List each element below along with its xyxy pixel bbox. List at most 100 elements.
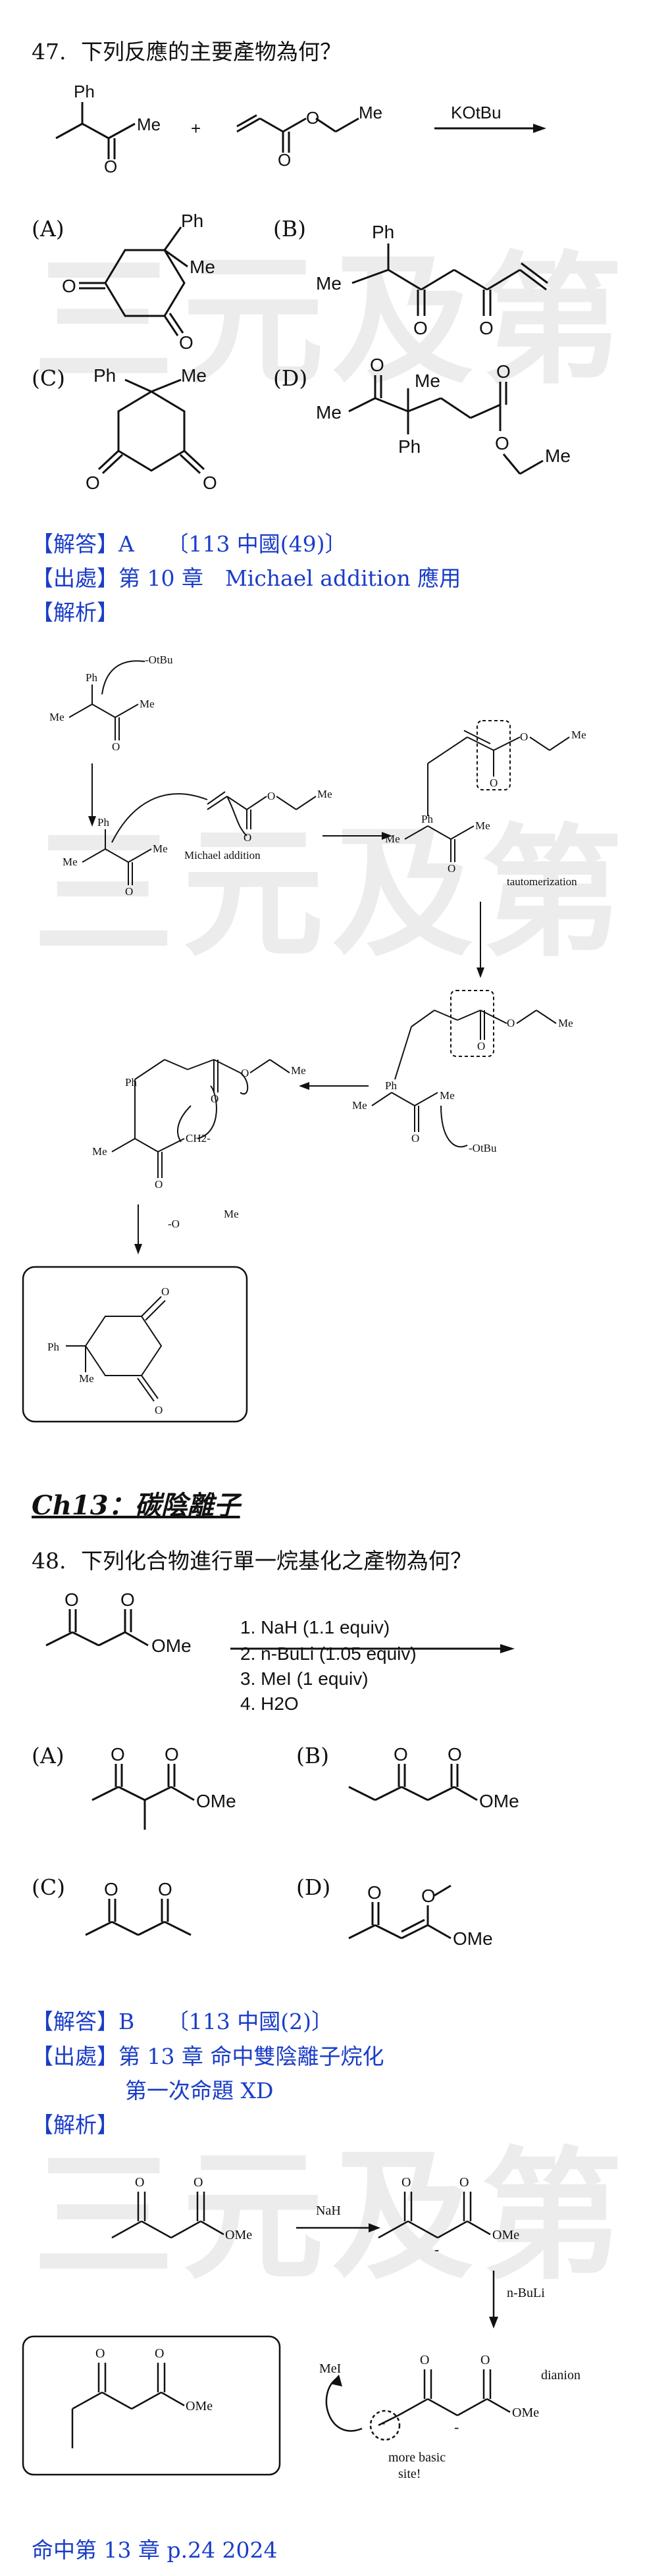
svg-text:Ph: Ph xyxy=(421,813,433,825)
svg-text:Me: Me xyxy=(317,788,332,800)
watermark: 三元及第 xyxy=(33,2134,631,2299)
svg-text:O: O xyxy=(125,885,133,898)
svg-text:O: O xyxy=(64,1589,79,1610)
svg-text:Michael addition: Michael addition xyxy=(184,849,261,862)
svg-text:Me: Me xyxy=(385,833,400,845)
svg-text:O: O xyxy=(112,740,120,753)
svg-text:O: O xyxy=(507,1017,515,1029)
svg-text:O: O xyxy=(244,831,251,844)
q48-option-a-label[interactable]: (A) xyxy=(32,1743,64,1768)
q47-mechanism: -OtBu Ph Me Me O Ph Me Me O O O Me Micha… xyxy=(22,654,586,1423)
svg-text:O: O xyxy=(495,433,509,453)
svg-text:O: O xyxy=(421,1886,436,1906)
svg-text:Me: Me xyxy=(181,365,207,386)
svg-text:NaH: NaH xyxy=(316,2203,341,2218)
svg-text:O: O xyxy=(370,355,384,375)
svg-text:O: O xyxy=(161,1285,169,1298)
q47-question: 下列反應的主要產物為何？ xyxy=(80,39,342,64)
watermark: 三元及第 xyxy=(33,811,631,976)
svg-text:Ph: Ph xyxy=(398,436,421,457)
q47-option-c-label[interactable]: (C) xyxy=(32,365,65,391)
step-1: 1. NaH (1.1 equiv) xyxy=(240,1617,390,1637)
svg-text:Me: Me xyxy=(316,402,342,423)
q48-number: 48. xyxy=(32,1548,66,1574)
q48-header: 48. 下列化合物進行單一烷基化之產物為何？ xyxy=(32,1543,472,1575)
svg-text:-OtBu: -OtBu xyxy=(145,654,173,666)
q48-option-d-structure[interactable]: O O OMe xyxy=(336,1879,599,1991)
svg-text:Me: Me xyxy=(558,1017,573,1029)
q48-option-b-structure[interactable]: O O OMe xyxy=(336,1744,599,1869)
svg-text:Me: Me xyxy=(475,819,490,832)
q47-source: 【出處】第 10 章 Michael addition 應用 xyxy=(32,565,461,591)
q47-reaction-scheme: Ph Me O + O O Me KOtBu xyxy=(55,82,546,176)
svg-text:O: O xyxy=(480,2353,490,2367)
svg-text:O: O xyxy=(211,1093,219,1105)
svg-text:O: O xyxy=(155,1178,163,1191)
svg-text:O: O xyxy=(367,1882,382,1903)
svg-text:Me: Me xyxy=(140,698,155,710)
label-me: Me xyxy=(359,103,382,122)
q48-option-c-label[interactable]: (C) xyxy=(32,1874,65,1900)
svg-text:Ph: Ph xyxy=(97,816,109,829)
svg-text:Me: Me xyxy=(545,446,571,466)
svg-text:O: O xyxy=(241,1067,249,1079)
q47-option-d-label[interactable]: (D) xyxy=(273,365,308,391)
svg-text:Me: Me xyxy=(79,1372,94,1385)
q48-source: 【出處】第 13 章 命中雙陰離子烷化 xyxy=(32,2044,384,2069)
q48-option-d-label[interactable]: (D) xyxy=(296,1874,331,1900)
label-me: Me xyxy=(137,115,161,134)
svg-text:O: O xyxy=(490,777,498,789)
svg-text:O: O xyxy=(479,318,494,338)
section-title: Ch13：碳陰離子 xyxy=(32,1490,240,1521)
svg-text:-: - xyxy=(454,2419,459,2435)
q48-option-c-structure[interactable]: O O xyxy=(72,1879,283,1981)
svg-text:O: O xyxy=(413,318,428,338)
svg-text:O: O xyxy=(179,332,194,353)
svg-text:O: O xyxy=(394,1744,408,1765)
q47-option-a-structure[interactable]: Ph Me O O xyxy=(53,211,250,353)
svg-text:CH2-: CH2- xyxy=(186,1132,211,1145)
label-o: O xyxy=(306,108,319,128)
q48-option-b-label[interactable]: (B) xyxy=(296,1743,329,1768)
q47-option-d-structure[interactable]: O Me Me Ph O O Me xyxy=(309,355,599,507)
svg-text:O: O xyxy=(411,1132,419,1145)
label-o: O xyxy=(104,157,117,176)
svg-text:O: O xyxy=(104,1879,118,1899)
svg-text:OMe: OMe xyxy=(196,1791,236,1811)
svg-text:O: O xyxy=(401,2175,411,2190)
svg-text:Me: Me xyxy=(92,1145,107,1158)
svg-text:Me: Me xyxy=(440,1089,455,1102)
svg-text:Ph: Ph xyxy=(93,365,116,386)
svg-text:O: O xyxy=(477,1040,485,1052)
svg-text:O: O xyxy=(496,361,511,382)
q47-analysis: 【解析】 xyxy=(32,600,118,625)
svg-text:Me: Me xyxy=(316,273,342,294)
q47-answer: 【解答】A 〔113 中國(49)〕 xyxy=(32,531,347,557)
svg-text:Me: Me xyxy=(49,711,64,723)
svg-text:-O: -O xyxy=(168,1218,180,1230)
svg-text:Ph: Ph xyxy=(125,1076,137,1089)
q47-option-b-structure[interactable]: Ph Me O O xyxy=(309,211,599,342)
svg-text:dianion: dianion xyxy=(541,2368,580,2383)
q47-option-c-structure[interactable]: Ph Me O O xyxy=(53,359,250,503)
svg-text:-: - xyxy=(380,2414,385,2431)
q48-mechanism: O O OMe NaH O O OMe - n-BuLi O O OMe dia… xyxy=(22,2175,580,2481)
svg-text:O: O xyxy=(120,1589,135,1610)
svg-text:Ph: Ph xyxy=(181,211,203,231)
svg-text:site!: site! xyxy=(398,2467,421,2481)
q47-option-b-label[interactable]: (B) xyxy=(273,216,306,242)
svg-text:OMe: OMe xyxy=(492,2228,519,2242)
q48-option-a-structure[interactable]: O O OMe xyxy=(72,1744,283,1869)
svg-text:Ph: Ph xyxy=(86,671,97,684)
svg-text:-OtBu: -OtBu xyxy=(469,1142,497,1154)
svg-text:n-BuLi: n-BuLi xyxy=(507,2286,545,2300)
label-ph: Ph xyxy=(74,82,95,101)
svg-text:O: O xyxy=(95,2346,105,2361)
svg-text:O: O xyxy=(420,2353,429,2367)
svg-text:OMe: OMe xyxy=(512,2406,539,2420)
svg-text:O: O xyxy=(448,1744,462,1765)
q47-option-a-label[interactable]: (A) xyxy=(32,216,64,242)
svg-text:O: O xyxy=(158,1879,172,1899)
svg-text:Me: Me xyxy=(63,856,78,868)
svg-text:O: O xyxy=(448,862,455,875)
